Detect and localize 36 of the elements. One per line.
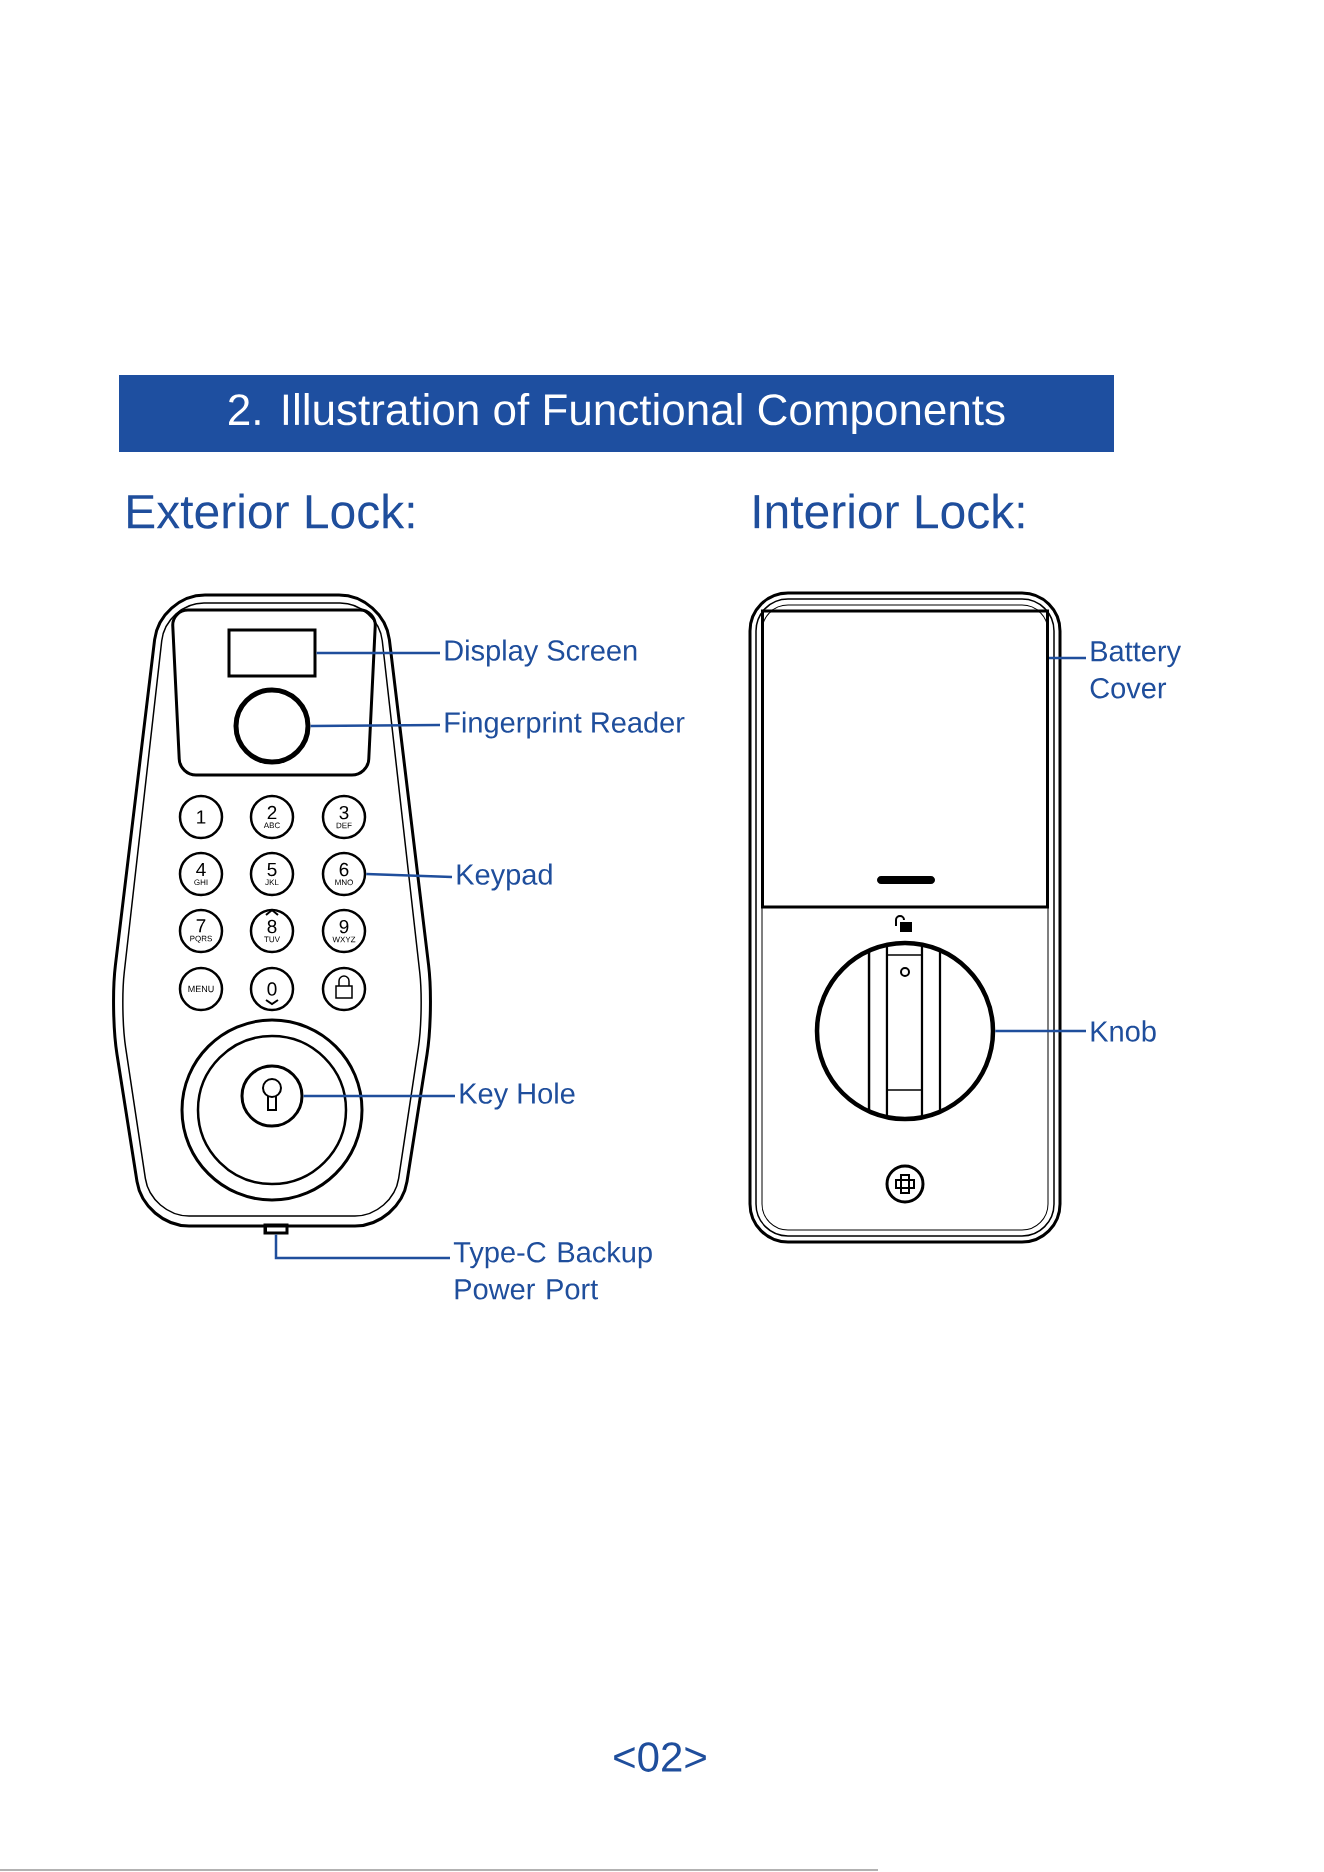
callout-label: Knob	[1091, 1020, 1156, 1042]
callout-label: Battery Cover	[1090, 641, 1181, 699]
keypad-key: 2 ABC	[249, 794, 295, 840]
leader-line	[303, 1094, 455, 1098]
page-number: <02>	[614, 1742, 706, 1772]
section-heading: Exterior Lock:	[128, 493, 414, 529]
knob	[814, 940, 996, 1122]
section-heading: Interior Lock:	[754, 493, 1024, 529]
keypad-key: 1	[178, 794, 224, 840]
callout-label: Display Screen	[445, 639, 637, 667]
leader-line	[995, 1029, 1086, 1033]
keypad-key: 7 PQRS	[178, 908, 224, 954]
keypad-key: 5 JKL	[249, 851, 295, 897]
title-banner: 2. Illustration of Functional Components	[119, 375, 1114, 452]
leader-line	[366, 872, 453, 879]
battery-cover	[761, 609, 1049, 909]
callout-label: Keypad	[457, 863, 552, 891]
key-hole	[240, 1064, 304, 1128]
keypad-key: MENU	[178, 966, 224, 1012]
leader-line	[1049, 656, 1086, 660]
keypad-key: 9 WXYZ	[321, 908, 367, 954]
leader-line	[310, 723, 440, 728]
callout-label: Key Hole	[460, 1082, 575, 1110]
leader-line	[316, 651, 440, 655]
callout-label: Type-C Backup Power Port	[453, 1241, 652, 1300]
keypad-key: 0	[249, 966, 295, 1012]
keypad-key: 6 MNO	[321, 851, 367, 897]
leader-line	[274, 1234, 450, 1260]
keypad-key: 3 DEF	[321, 794, 367, 840]
callout-label: Fingerprint Reader	[445, 711, 685, 739]
display-screen	[227, 628, 317, 678]
keypad-key: 8 TUV	[249, 908, 295, 954]
fingerprint-reader	[233, 687, 311, 765]
keypad-key	[321, 966, 367, 1012]
charging-port	[263, 1223, 289, 1235]
keypad-key: 4 GHI	[178, 851, 224, 897]
